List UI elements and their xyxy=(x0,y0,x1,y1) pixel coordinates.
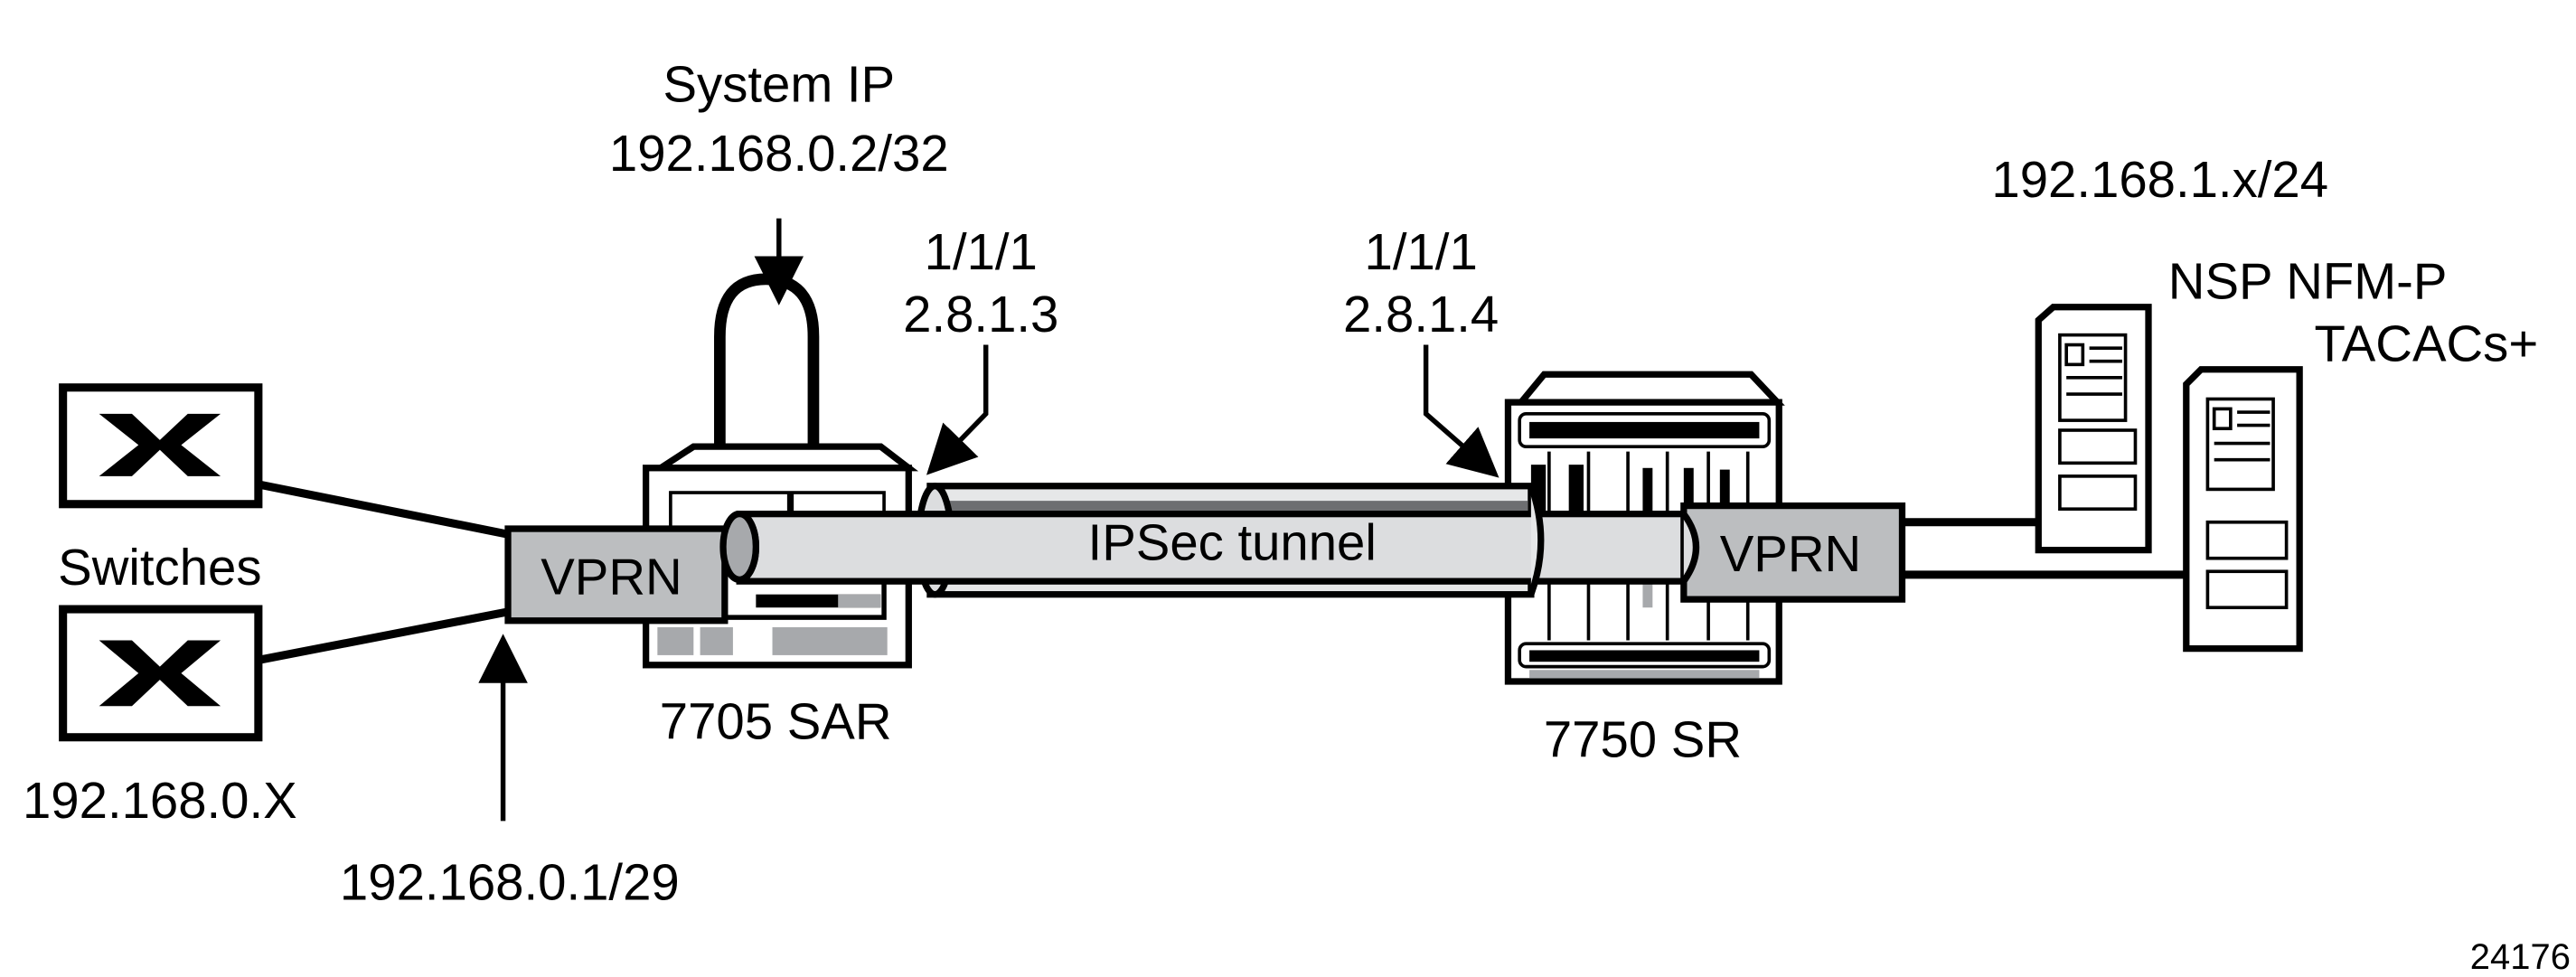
tunnel-label: IPSec tunnel xyxy=(1088,514,1377,571)
switch-bottom-icon xyxy=(59,605,263,742)
sar-port-arrow xyxy=(926,344,989,475)
vprn-right-label: VPRN xyxy=(1720,525,1861,582)
tacacs-label: TACACs+ xyxy=(2315,315,2539,372)
vprn-interface-label: 192.168.0.1/29 xyxy=(340,854,680,911)
nsp-label: NSP NFM-P xyxy=(2168,253,2448,310)
link-switch-top xyxy=(257,480,514,540)
sar-port-label: 1/1/1 xyxy=(925,223,1038,280)
sar-port-ip-label: 2.8.1.3 xyxy=(903,286,1058,343)
tacacs-server-icon xyxy=(2183,366,2303,653)
switch-subnet-label: 192.168.0.X xyxy=(23,772,297,829)
vprn-left-box xyxy=(504,525,729,625)
switch-top-icon xyxy=(59,383,263,509)
sr-port-arrow xyxy=(1423,344,1500,478)
system-ip-address: 192.168.0.2/32 xyxy=(609,125,949,182)
nsp-server-icon xyxy=(2035,304,2152,554)
link-switch-bottom xyxy=(257,606,514,664)
figure-id: 24176 xyxy=(2470,937,2571,977)
system-ip-title: System IP xyxy=(663,56,895,113)
sr-port-label: 1/1/1 xyxy=(1365,223,1478,280)
sar-label: 7705 SAR xyxy=(660,693,892,750)
vprn-right-box xyxy=(1680,502,1906,603)
sr-port-ip-label: 2.8.1.4 xyxy=(1343,286,1499,343)
vprn-left-label: VPRN xyxy=(541,549,682,606)
subnet-right-label: 192.168.1.x/24 xyxy=(1991,151,2328,208)
sr-label: 7750 SR xyxy=(1544,711,1742,768)
switches-label: Switches xyxy=(58,539,261,596)
